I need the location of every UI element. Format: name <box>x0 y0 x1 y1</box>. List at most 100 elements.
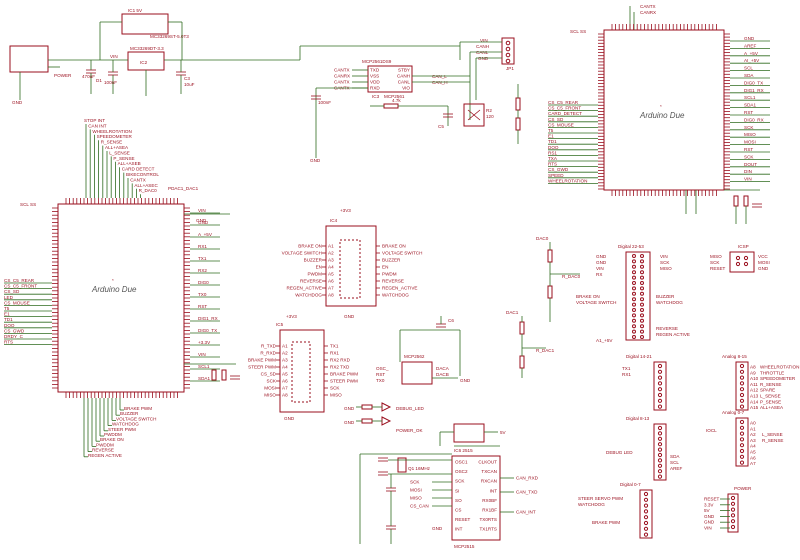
mcp2515-left-signal-3: CS_CAN <box>410 504 429 509</box>
mcp2561-ref: IC3 <box>372 94 380 99</box>
left-due-left-label-8: DOO <box>4 323 15 328</box>
ic4-gnd: GND <box>344 314 355 319</box>
a0-pin-4 <box>739 443 745 448</box>
d14-pin-4 <box>657 387 663 392</box>
mcp2561-pin-name-1: VSS <box>370 74 379 79</box>
ic4-pins-pin-name-4: A5 <box>328 272 334 277</box>
left-due-top-label-4: R_SENSE <box>101 140 122 145</box>
arduino-left-right-labels: VINGNDA_+5VRX1TX1RX2DIG0TX0RSTDIG1_RXDIG… <box>190 208 220 382</box>
left-due-right-label-5: RX2 <box>198 268 207 273</box>
arduino-due-left: Arduino Due * SCL SS PDAC1_DAC1 STOP INT… <box>4 118 240 458</box>
analog-0-7-body <box>735 417 749 467</box>
left-due-bottom-label-8: REVERSE <box>92 448 114 453</box>
d22-right-5: REVERSE <box>656 326 678 331</box>
arduino-right-left-labels: CS_C5_REARCS_C5_FRONTCARD_DETECTCS_SDCS_… <box>548 100 598 184</box>
right-due-right-label-12: SCK <box>744 125 754 130</box>
right-due-left-label-9: RS1 <box>548 150 557 155</box>
a8-pin-3 <box>739 381 745 386</box>
ic5-gnd: GND <box>284 416 295 421</box>
ic4-pins-right-label-7: WATCHDOG <box>382 293 409 298</box>
d22-right-4: WATCHDOG <box>656 300 683 305</box>
crystal <box>397 457 407 473</box>
arduino-left-pins <box>52 198 190 398</box>
left-due-right-label-14: SDA1 <box>198 376 210 381</box>
d8-right-0: SDA <box>670 454 680 459</box>
left-due-left-label-2: CS_SD <box>4 289 20 294</box>
ic5-pins-right-label-1: RX1 <box>330 351 339 356</box>
left-due-gnd: GND <box>196 218 207 223</box>
arduino-right-body <box>603 29 725 191</box>
d8-left-0: DEBUG LED <box>606 450 633 455</box>
right-due-right-label-18: DIN <box>744 169 752 174</box>
left-due-top-label-12: ALL+ASEC <box>134 183 158 188</box>
can-l-label: CAN_L <box>432 74 447 79</box>
right-due-left-label-0: CS_C5_REAR <box>548 100 579 105</box>
analog-0-7-left: IOCL <box>706 428 717 433</box>
a8-pin-label-2: A10 <box>750 376 759 381</box>
a8-pin-0 <box>739 363 745 369</box>
mcp2515-left-signal-0: SCK <box>410 480 420 485</box>
d8-pin-4 <box>657 447 663 452</box>
d8-pin-6 <box>657 458 663 463</box>
d22-pin-b-1 <box>640 259 644 264</box>
right-due-right-label-4: SCL <box>744 66 753 71</box>
right-due-left-label-8: DOO <box>548 145 559 150</box>
ic5-pins-right-label-5: STEER PWM <box>330 379 358 384</box>
ic4-ref: IC4 <box>330 218 338 223</box>
left-due-bottom-label-9: REGEN ACTIVE <box>88 453 122 458</box>
r7 <box>361 404 373 410</box>
d22-right-6: REGEN ACTIVE <box>656 332 690 337</box>
left-due-bottom-label-5: PWDDM <box>104 432 122 437</box>
arduino-right-right-labels: GNDAREFA_+5VAI_+5VSCLSDADIG0_TXDIG1_RXSC… <box>730 36 770 183</box>
d22-pin-a-15 <box>632 335 636 339</box>
right-due-right-label-1: AREF <box>744 43 756 48</box>
left-due-top-label-2: WHEELROTATION <box>92 129 131 134</box>
d14-pin-7 <box>657 404 663 409</box>
ic4-pins-left-label-4: PWDM <box>307 272 322 277</box>
mcp2561-pin-name-0: TXD <box>370 68 380 73</box>
right-due-left-label-4: CS_MOUSE <box>548 122 574 127</box>
ic4-pins-pin-name-0: A1 <box>328 244 334 249</box>
analog-8-15-body <box>735 361 749 411</box>
a8-signal-0: WHEELROTATION <box>760 365 799 370</box>
ic4-pins-right-label-6: REGEN_ACTIVE <box>382 286 417 291</box>
ic5-pins-left-label-5: SCK <box>267 379 277 384</box>
r-side-1 <box>515 97 521 111</box>
a8-pin-label-3: A11 <box>750 382 758 387</box>
c5-label: C5 <box>438 124 444 129</box>
d22-left-2: VIN <box>596 266 604 271</box>
ic5-body <box>279 329 325 413</box>
left-due-top-label-0: STOP INT <box>84 118 105 123</box>
mcp2561-top-label: MCP2561DS9 <box>362 59 392 64</box>
d22-pin-a-6 <box>632 286 636 291</box>
left-due-right-label-11: +3.3V <box>198 340 211 345</box>
ic4-pins-right-label-0: BRAKE ON <box>382 244 406 249</box>
vin-label-supply: VIN <box>110 54 118 59</box>
arduino-left-top-right: PDAC1_DAC1 <box>168 186 199 191</box>
r8 <box>361 418 373 424</box>
right-due-right-label-8: SCL1 <box>744 95 756 100</box>
left-due-left-label-11: RTS <box>4 340 13 345</box>
supply-capacitors: 470uF 100nF C3 10uF D1 <box>82 60 195 94</box>
right-due-right-label-11: DIG0_RX <box>744 117 764 122</box>
left-due-left-label-9: CS_GWD <box>4 328 25 333</box>
power-gnd-label: GND <box>12 100 23 105</box>
ic1-regulator <box>121 13 169 35</box>
analog-0-7-title: Analog 0-7 <box>722 410 745 415</box>
left-due-top-label-6: L_SENSE <box>109 150 130 155</box>
a8-pin-1 <box>739 369 745 374</box>
digital-8-13-title: Digital 8-13 <box>626 416 650 421</box>
arduino-left-left-labels: CS_C5_REARCS_C5_FRONTCS_SDLEDCS_MOUSET5E… <box>4 278 52 346</box>
r3 <box>547 249 553 263</box>
small-regulator: 5V <box>439 423 507 447</box>
a8-signal-4: SPARE <box>760 388 775 393</box>
left-due-top-label-5: ALL+ASEA <box>105 145 129 150</box>
d22-pin-b-4 <box>640 275 644 280</box>
mcp2515-right-pin-1: TXCAN <box>481 469 497 474</box>
left-due-top-label-11: CANTX <box>130 177 146 182</box>
digital-14-21-header: Digital 14-21 TX1 RX1 <box>622 354 667 411</box>
right-due-left-label-3: CS_SD <box>548 117 564 122</box>
c1-value: 470uF <box>82 74 95 79</box>
